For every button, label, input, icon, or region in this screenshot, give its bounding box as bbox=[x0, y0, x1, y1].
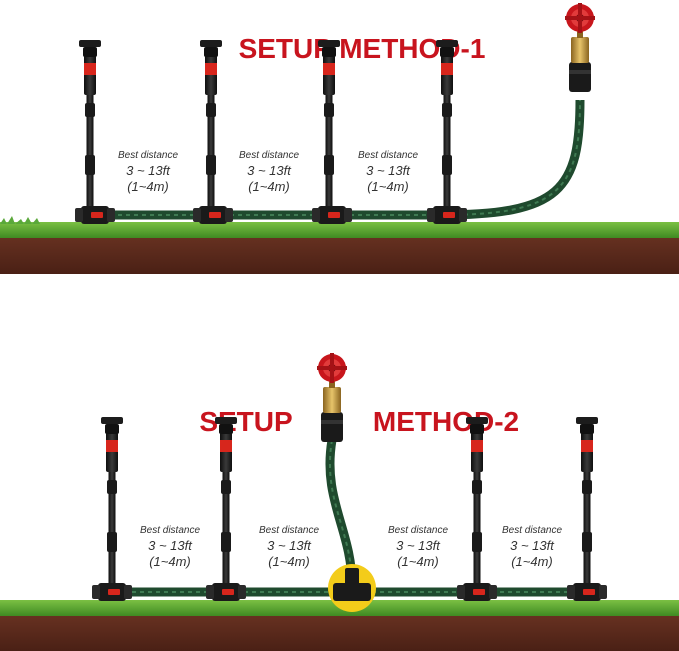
soil-strip-2 bbox=[0, 612, 679, 651]
distance-range: 3 ~ 13ft bbox=[247, 163, 292, 178]
sprinkler-riser-icon bbox=[79, 40, 101, 215]
shutoff-valve-icon bbox=[75, 206, 115, 224]
distance-caption: Best distance bbox=[239, 150, 299, 161]
distance-label-1-3: Best distance 3 ~ 13ft (1~4m) bbox=[358, 150, 418, 194]
distance-metric: (1~4m) bbox=[367, 179, 409, 194]
distance-range: 3 ~ 13ft bbox=[366, 163, 411, 178]
distance-caption: Best distance bbox=[502, 525, 562, 536]
faucet-icon bbox=[317, 353, 347, 442]
distance-range: 3 ~ 13ft bbox=[267, 538, 312, 553]
supply-hose-1 bbox=[439, 99, 585, 220]
sprinkler-riser-icon bbox=[576, 417, 598, 592]
distance-label-2-2: Best distance 3 ~ 13ft (1~4m) bbox=[259, 525, 319, 569]
supply-hose-2 bbox=[325, 439, 357, 586]
shutoff-valve-icon bbox=[206, 583, 246, 601]
distance-metric: (1~4m) bbox=[127, 179, 169, 194]
distance-label-1-2: Best distance 3 ~ 13ft (1~4m) bbox=[239, 150, 299, 194]
shutoff-valve-icon bbox=[457, 583, 497, 601]
distance-label-2-1: Best distance 3 ~ 13ft (1~4m) bbox=[140, 525, 200, 569]
soil-strip-1 bbox=[0, 232, 679, 274]
distance-range: 3 ~ 13ft bbox=[396, 538, 441, 553]
distance-caption: Best distance bbox=[388, 525, 448, 536]
distance-caption: Best distance bbox=[259, 525, 319, 536]
sprinkler-riser-icon bbox=[318, 40, 340, 215]
method-1-section: SETUP METHOD-1 Best distance 3 ~ 13ft (1… bbox=[0, 3, 679, 274]
method-2-section: SETUP METHOD-2 Best distance 3 ~ 13f bbox=[0, 353, 679, 651]
distance-metric: (1~4m) bbox=[248, 179, 290, 194]
distance-label-1-1: Best distance 3 ~ 13ft (1~4m) bbox=[118, 150, 178, 194]
sprinkler-riser-icon bbox=[215, 417, 237, 592]
method-2-title-right: METHOD-2 bbox=[373, 406, 519, 437]
shutoff-valve-icon bbox=[567, 583, 607, 601]
distance-metric: (1~4m) bbox=[149, 554, 191, 569]
faucet-icon bbox=[565, 3, 595, 92]
distance-caption: Best distance bbox=[140, 525, 200, 536]
sprinkler-riser-icon bbox=[101, 417, 123, 592]
tee-connector-icon bbox=[328, 564, 376, 612]
distance-range: 3 ~ 13ft bbox=[126, 163, 171, 178]
distance-caption: Best distance bbox=[118, 150, 178, 161]
distance-metric: (1~4m) bbox=[511, 554, 553, 569]
distance-metric: (1~4m) bbox=[268, 554, 310, 569]
distance-metric: (1~4m) bbox=[397, 554, 439, 569]
distance-label-2-3: Best distance 3 ~ 13ft (1~4m) bbox=[388, 525, 448, 569]
distance-range: 3 ~ 13ft bbox=[148, 538, 193, 553]
shutoff-valve-icon bbox=[193, 206, 233, 224]
method-2-title-left: SETUP bbox=[199, 406, 292, 437]
shutoff-valve-icon bbox=[427, 206, 467, 224]
distance-range: 3 ~ 13ft bbox=[510, 538, 555, 553]
sprinkler-riser-icon bbox=[200, 40, 222, 215]
shutoff-valve-icon bbox=[312, 206, 352, 224]
sprinkler-riser-icon bbox=[436, 40, 458, 215]
distance-caption: Best distance bbox=[358, 150, 418, 161]
sprinkler-riser-icon bbox=[466, 417, 488, 592]
grass-strip-1 bbox=[0, 222, 679, 238]
shutoff-valve-icon bbox=[92, 583, 132, 601]
distance-label-2-4: Best distance 3 ~ 13ft (1~4m) bbox=[502, 525, 562, 569]
